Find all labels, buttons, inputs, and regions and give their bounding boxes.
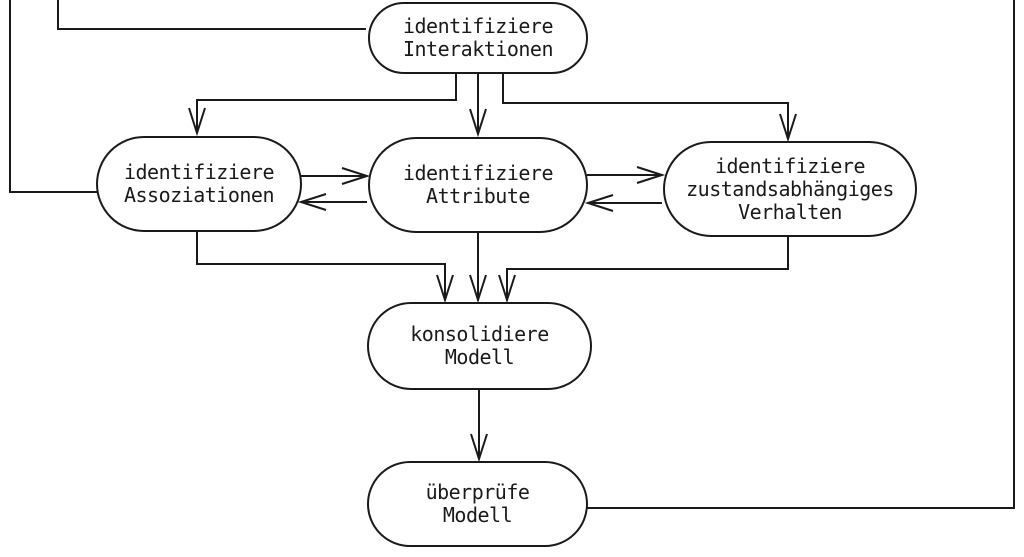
- node-ueberpruefe-modell: überprüfe Modell: [367, 461, 588, 547]
- edge-interaktionen-to-verhalten: [502, 74, 797, 143]
- node-konsolidiere-modell: konsolidiere Modell: [367, 302, 592, 390]
- node-ueberpruefe-modell-label: überprüfe Modell: [425, 480, 530, 527]
- node-identifiziere-assoziationen: identifiziere Assoziationen: [96, 136, 302, 232]
- node-identifiziere-interaktionen-label: identifiziere Interaktionen: [402, 14, 554, 61]
- edge-assoziationen-to-konsolidiere: [196, 231, 454, 304]
- edge-offscreen-to-interaktionen: [57, 0, 366, 30]
- node-identifiziere-interaktionen: identifiziere Interaktionen: [368, 2, 588, 74]
- node-identifiziere-zustandsabhaengiges-verhalten: identifiziere zustandsabhängiges Verhalt…: [663, 141, 917, 237]
- node-identifiziere-attribute: identifiziere Attribute: [368, 137, 588, 233]
- node-identifiziere-zustandsabhaengiges-verhalten-label: identifiziere zustandsabhängiges Verhalt…: [686, 153, 894, 224]
- node-identifiziere-assoziationen-label: identifiziere Assoziationen: [123, 160, 275, 207]
- node-identifiziere-attribute-label: identifiziere Attribute: [402, 161, 554, 208]
- edge-verhalten-to-konsolidiere: [498, 236, 789, 304]
- node-konsolidiere-modell-label: konsolidiere Modell: [410, 322, 549, 369]
- edge-offscreen-to-assoziationen: [9, 0, 98, 193]
- edge-ueberpruefe-to-offscreen: [587, 0, 1015, 509]
- edge-interaktionen-to-assoziationen: [188, 74, 457, 137]
